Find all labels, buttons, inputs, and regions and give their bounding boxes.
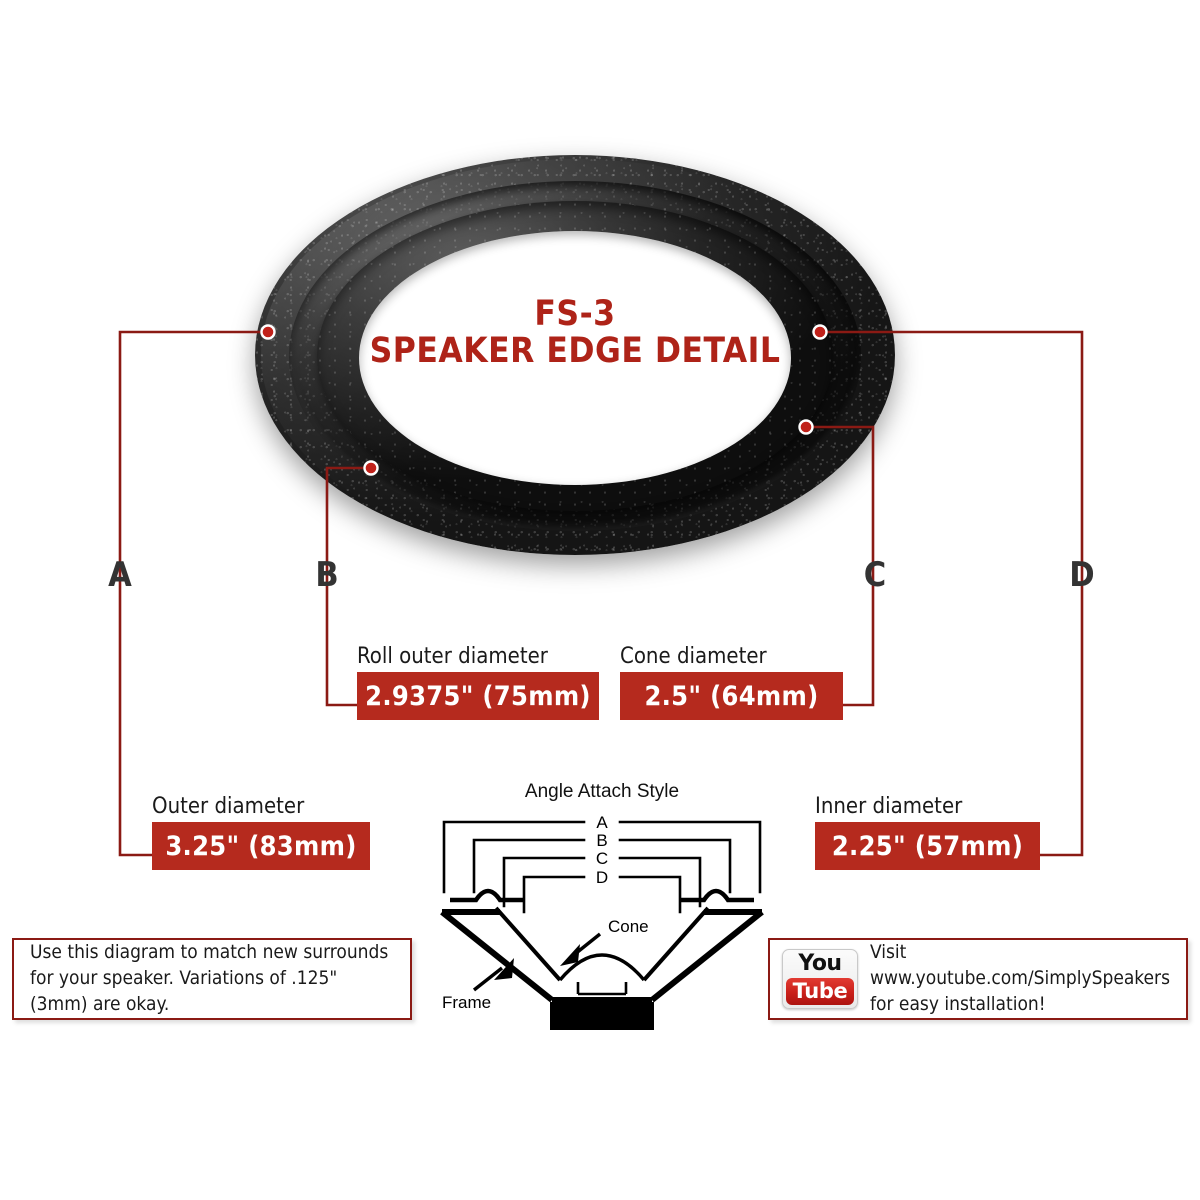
surround-left-profile <box>450 888 524 903</box>
frame-arrow-line <box>472 966 504 992</box>
callout-cone-diameter-label: Cone diameter <box>620 644 767 669</box>
frame-left <box>440 909 554 1003</box>
youtube-promo-text: Visit www.youtube.com/SimplySpeakers for… <box>870 941 1170 1015</box>
cone-left <box>494 906 562 982</box>
marker-letter-a: A <box>108 555 132 595</box>
youtube-logo-icon[interactable]: You Tube <box>782 949 858 1009</box>
speaker-surround-photo <box>255 155 895 555</box>
callout-cone-diameter: Cone diameter 2.5" (64mm) <box>620 644 843 721</box>
marker-letter-c: C <box>863 555 887 595</box>
cross-section-diagram: Angle Attach Style A B C D <box>432 781 772 1032</box>
bracket-letter-b: B <box>596 831 607 850</box>
bracket-letter-a: A <box>596 813 608 832</box>
cone-arrow-head <box>560 944 580 966</box>
instruction-note-box: Use this diagram to match new surrounds … <box>12 938 412 1020</box>
frame-callout: Frame <box>442 958 514 1012</box>
frame-right <box>650 909 764 1003</box>
callout-inner-diameter: Inner diameter 2.25" (57mm) <box>815 794 1040 871</box>
callout-cone-diameter-value: 2.5" (64mm) <box>620 672 843 721</box>
youtube-logo-top-text: You <box>798 951 842 976</box>
marker-letter-d: D <box>1069 555 1095 595</box>
frame-arrow-head <box>494 958 514 980</box>
bracket-letter-d: D <box>596 868 608 887</box>
bracket-letter-c: C <box>596 849 608 868</box>
cone-callout: Cone <box>560 917 649 966</box>
frame-callout-label: Frame <box>442 993 491 1012</box>
youtube-logo-bottom-text: Tube <box>786 978 854 1005</box>
surround-right-profile <box>680 888 754 903</box>
cross-section-drawing: A B C D <box>440 813 764 1032</box>
callout-roll-outer-diameter-label: Roll outer diameter <box>357 644 548 669</box>
bracket-c <box>502 856 702 908</box>
instruction-note-text: Use this diagram to match new surrounds … <box>30 941 389 1015</box>
callout-outer-diameter-label: Outer diameter <box>152 794 305 819</box>
page-title: FS-3 SPEAKER EDGE DETAIL <box>330 294 820 372</box>
bracket-d <box>522 875 682 914</box>
youtube-promo-box[interactable]: You Tube Visit www.youtube.com/SimplySpe… <box>768 938 1188 1020</box>
title-subtitle: SPEAKER EDGE DETAIL <box>369 331 781 372</box>
callout-roll-outer-diameter: Roll outer diameter 2.9375" (75mm) <box>357 644 599 721</box>
callout-inner-diameter-label: Inner diameter <box>815 794 963 819</box>
dust-cap <box>558 953 646 982</box>
cone-right <box>642 906 710 982</box>
magnet-block <box>550 1002 654 1032</box>
marker-letter-b: B <box>315 555 339 595</box>
title-model: FS-3 <box>534 294 616 334</box>
callout-roll-outer-diameter-value: 2.9375" (75mm) <box>357 672 599 721</box>
voice-coil-former <box>576 982 628 996</box>
callout-outer-diameter: Outer diameter 3.25" (83mm) <box>152 794 370 871</box>
leader-line-a <box>118 330 270 857</box>
cross-section-title: Angle Attach Style <box>524 781 680 802</box>
bracket-b <box>472 838 732 894</box>
surround-cone-opening <box>359 231 791 485</box>
cone-callout-label: Cone <box>608 917 649 936</box>
bracket-letters: A B C D <box>596 813 608 887</box>
callout-outer-diameter-value: 3.25" (83mm) <box>152 822 370 871</box>
callout-inner-diameter-value: 2.25" (57mm) <box>815 822 1040 871</box>
bracket-a <box>442 820 762 894</box>
